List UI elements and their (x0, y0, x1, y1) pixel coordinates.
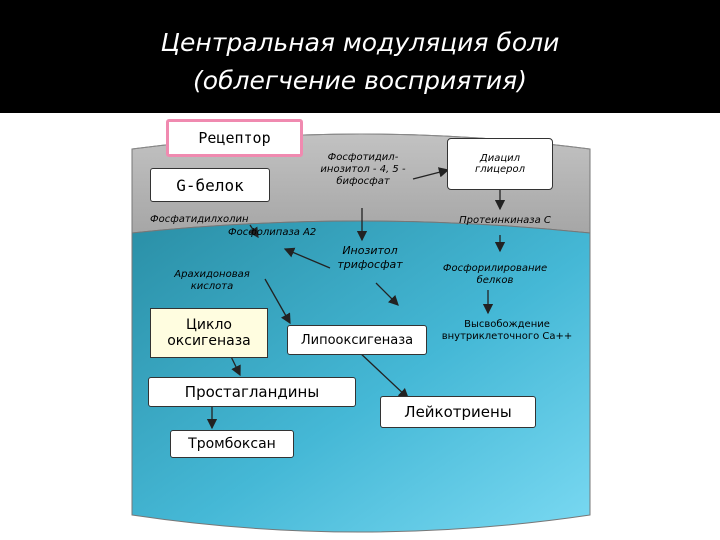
arrow-lox-to-lt (357, 350, 409, 399)
prostaglandins-label: Простагландины (184, 383, 320, 401)
arrow-ip3-to-ca (375, 282, 399, 306)
diagram-board: Рецептор G-белок Фосфотидил-инозитол - 4… (0, 113, 720, 540)
leukotrienes-label: Лейкотриены (404, 403, 512, 421)
cox-label: Цикло оксигеназа (167, 317, 251, 349)
thromboxane-label: Тромбоксан (188, 436, 276, 452)
arrow-ip3-to-pla2 (283, 247, 331, 269)
title-line-2: (облегчение восприятия) (193, 66, 527, 95)
receptor-node: Рецептор (166, 119, 303, 157)
pla2-label: Фосфолипаза А2 (228, 227, 317, 238)
pip2-label: Фосфотидил-инозитол - 4, 5 - бифосфат (320, 152, 406, 187)
receptor-label: Рецептор (198, 129, 271, 147)
phosphatidylcholine-label: Фосфатидилхолин (150, 214, 249, 225)
slide-title: Центральная модуляция боли (облегчение в… (0, 24, 720, 100)
cox-node: Цикло оксигеназа (150, 308, 268, 358)
lox-node: Липооксигеназа (287, 325, 427, 355)
dag-label: Диацил глицерол (475, 153, 525, 175)
leukotrienes-node: Лейкотриены (380, 396, 536, 428)
g-protein-node: G-белок (150, 168, 270, 202)
protein-phos-label: Фосфорилирование белков (442, 263, 548, 286)
ca-release-label: Высвобождение внутриклеточного Са++ (441, 319, 573, 342)
dag-node: Диацил глицерол (447, 138, 553, 190)
g-protein-label: G-белок (176, 175, 244, 195)
arachidonic-label: Арахидоновая кислота (174, 269, 250, 292)
ip3-label: Инозитол трифосфат (337, 244, 403, 271)
thromboxane-node: Тромбоксан (170, 430, 294, 458)
arrow-aa-to-lox (264, 278, 291, 325)
arrow-pc-to-pla2 (248, 224, 259, 239)
arrows-layer (206, 167, 506, 430)
title-line-1: Центральная модуляция боли (160, 28, 560, 57)
arrow-pip2-to-dag (412, 167, 450, 180)
prostaglandins-node: Простагландины (148, 377, 356, 407)
pkc-label: Протеинкиназа С (459, 215, 551, 226)
lox-label: Липооксигеназа (300, 332, 414, 348)
